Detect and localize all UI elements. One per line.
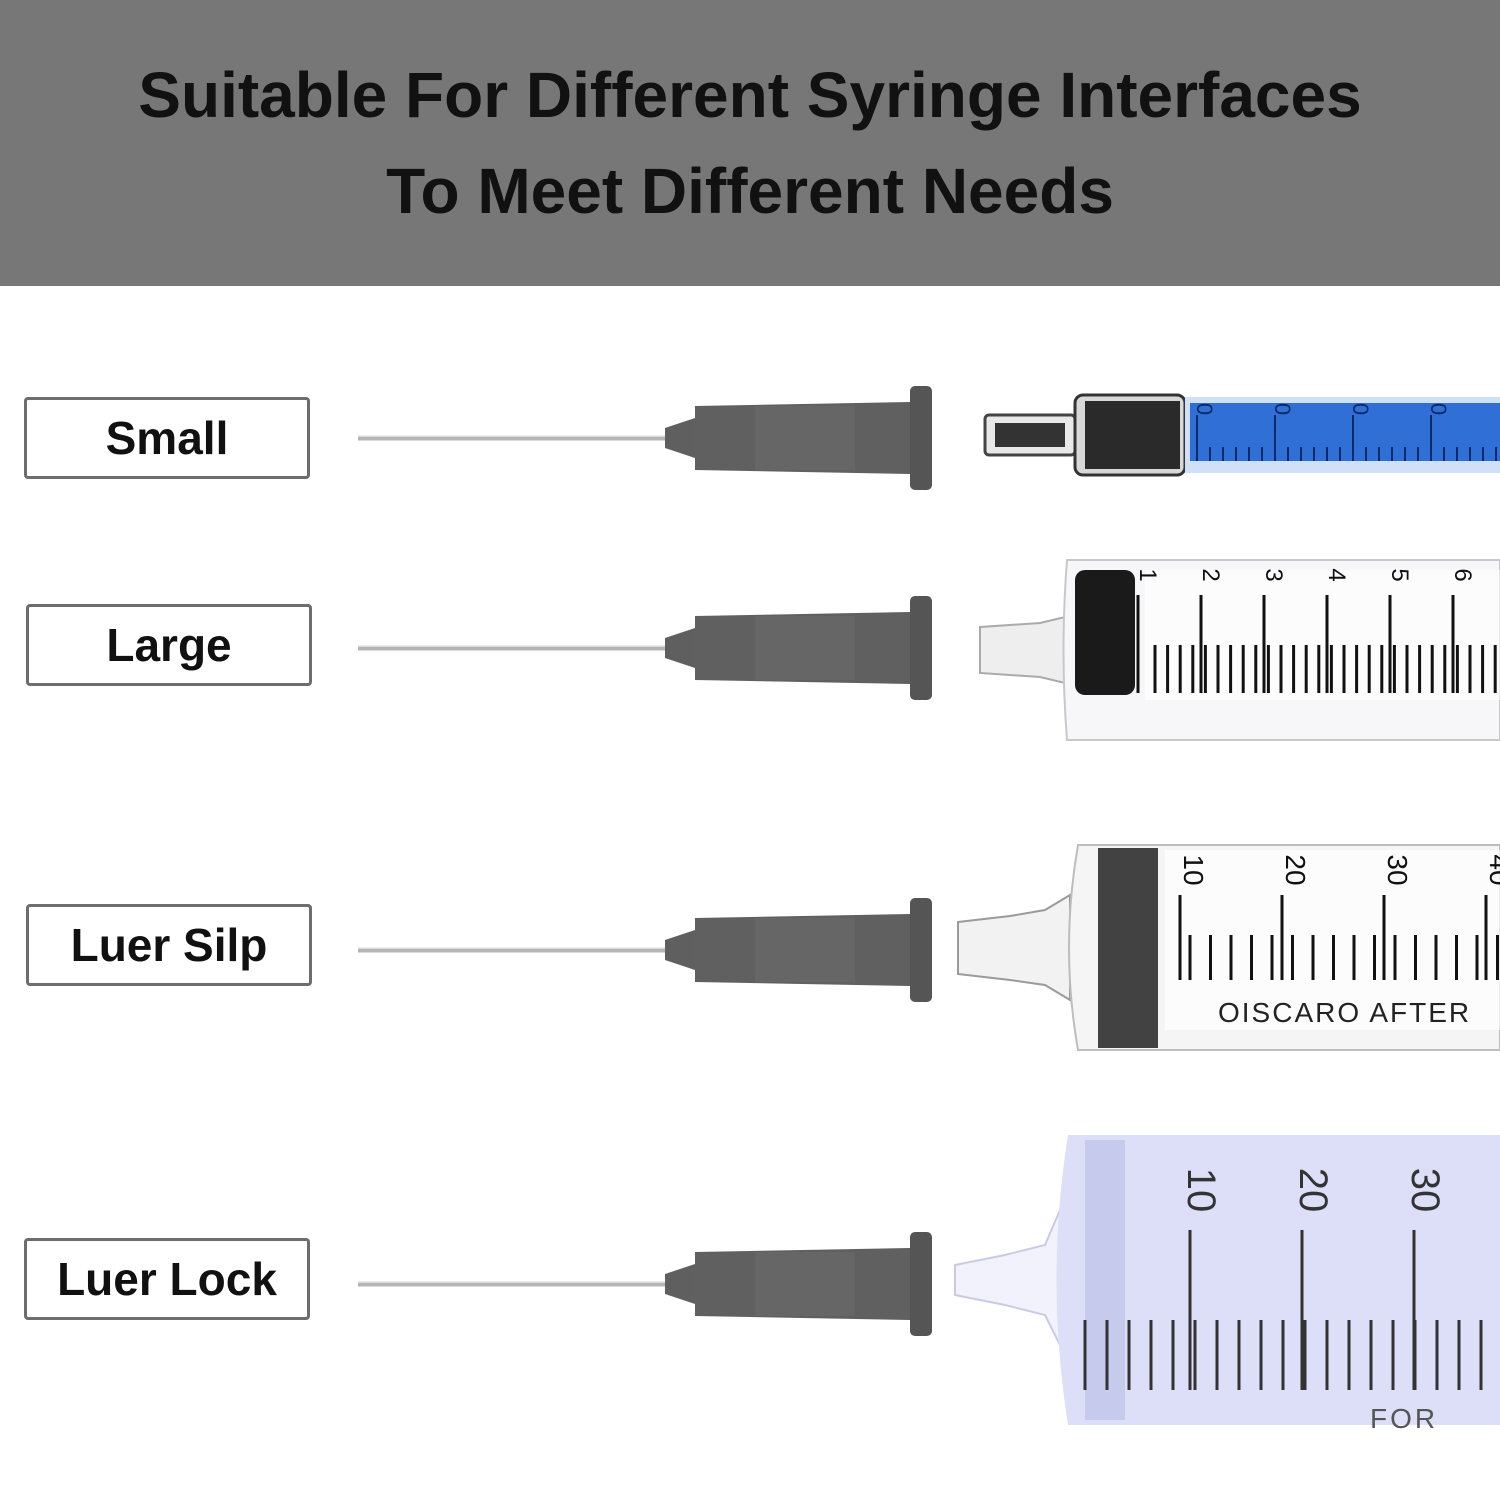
graduation-label: 10 <box>1179 1168 1223 1213</box>
lock-barrel-text: FOR <box>1370 1403 1438 1430</box>
graduation-label: 20 <box>1291 1168 1335 1213</box>
label-luer-lock: Luer Lock <box>24 1238 310 1320</box>
slip-barrel-text: OISCARO AFTER <box>1218 997 1471 1028</box>
label-small: Small <box>24 397 310 479</box>
large-syringe-icon: 1 2 3 4 5 6 <box>979 559 1500 741</box>
graduation-label: 5 <box>1386 568 1413 581</box>
label-large: Large <box>26 604 312 686</box>
graduation-label: 10 <box>1178 854 1209 885</box>
graduation-label: 3 <box>1260 568 1287 581</box>
header-banner: Suitable For Different Syringe Interface… <box>0 0 1500 286</box>
label-luer-slip: Luer Silp <box>26 904 312 986</box>
needle-icon <box>358 1232 932 1336</box>
needle-icon <box>358 898 932 1002</box>
small-syringe-icon: 0 0 0 0 <box>983 393 1500 477</box>
needle-icon <box>358 596 932 700</box>
graduation-label: 6 <box>1449 568 1476 581</box>
graduation-label: 0 <box>1348 403 1373 415</box>
graduation-label: 20 <box>1280 854 1311 885</box>
needle-icon <box>358 386 932 490</box>
graduation-label: 2 <box>1197 568 1224 581</box>
graduation-label: 1 <box>1134 568 1161 581</box>
graduation-label: 0 <box>1426 403 1451 415</box>
header-title-line2: To Meet Different Needs <box>386 155 1114 227</box>
graduation-label: 30 <box>1403 1168 1447 1213</box>
graduation-label: 40 <box>1484 854 1500 885</box>
luer-slip-syringe-icon: 10 20 30 40 OISCARO AFTER <box>957 844 1500 1051</box>
header-title-line1: Suitable For Different Syringe Interface… <box>138 59 1362 131</box>
luer-lock-syringe-icon: 10 20 30 FOR <box>954 1135 1500 1430</box>
graduation-label: 4 <box>1323 568 1350 581</box>
graduation-label: 0 <box>1270 403 1295 415</box>
graduation-label: 30 <box>1382 854 1413 885</box>
graduation-label: 0 <box>1192 403 1217 415</box>
